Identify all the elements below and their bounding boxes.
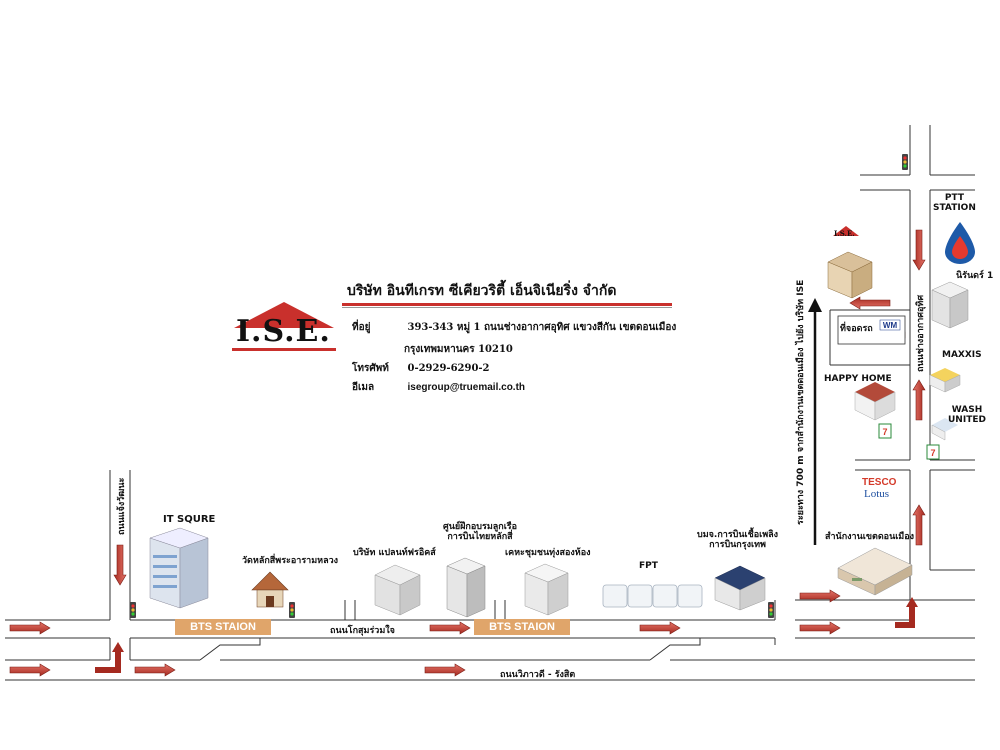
fpt-label: FPT	[639, 561, 658, 571]
ise-small-logo-icon	[833, 226, 859, 236]
ise-office-building-icon	[827, 251, 873, 299]
company-info-card: I.S.E. บริษัท อินทีเกรท ซีเคียวริตี้ เอ็…	[232, 270, 682, 420]
phone-value: 0-2929-6290-2	[407, 363, 490, 374]
svg-text:7: 7	[930, 448, 935, 458]
phone-row: โทรศัพท์ 0-2929-6290-2	[352, 361, 490, 376]
wash-united-label: WASH UNITED	[948, 405, 986, 426]
maxxis-shop-icon	[929, 368, 961, 393]
tesco-label: TESCO	[862, 477, 897, 488]
ptt-logo-icon	[945, 222, 975, 264]
company-name: บริษัท อินทีเกรท ซีเคียวริตี้ เอ็นจิเนีย…	[347, 283, 617, 299]
ise-logo-icon	[232, 302, 336, 351]
parking-lot: WM	[837, 315, 906, 345]
email-value: isegroup@truemail.co.th	[407, 382, 526, 393]
plant-company-label: บริษัท แปลนท์ฟรอิคส์	[353, 548, 436, 558]
fuel-tanks-icon	[602, 584, 703, 608]
email-row: อีเมล isegroup@truemail.co.th	[352, 380, 525, 395]
distance-note-label: ระยะทาง 700 m จากสำนักงานเขตดอนเมือง ไปย…	[796, 279, 806, 525]
cluster-building-icon	[931, 281, 969, 329]
district-office-building-icon	[837, 547, 913, 596]
svg-text:7: 7	[882, 427, 887, 437]
lotus-label: Lotus	[864, 488, 890, 500]
parking-label: ที่จอดรถ	[840, 324, 873, 334]
road-chaeng-watthana-label: ถนนแจ้งวัฒนะ	[117, 477, 127, 535]
district-office-label: สำนักงานเขตดอนเมือง	[825, 532, 915, 542]
road-chang-akat-uthit-label: ถนนช่างอากาศอุทิศ	[916, 294, 926, 372]
temple-icon	[251, 571, 289, 608]
distance-arrow	[808, 298, 822, 545]
training-center-building-icon	[446, 557, 486, 618]
fuel-company-building-icon	[714, 565, 766, 611]
it-square-building-icon	[149, 527, 209, 609]
traffic-arrows	[9, 229, 926, 677]
divider-grey	[342, 307, 672, 308]
divider-red	[342, 303, 672, 306]
training-center-label: ศูนย์ฝึกอบรมลูกเรือ การบินไทยหลักสี่	[443, 522, 518, 543]
address-row: ที่อยู่ 393-343 หมู่ 1 ถนนช่างอากาศอุทิศ…	[352, 320, 676, 335]
road-kosum-label: ถนนโกสุมร่วมใจ	[330, 626, 395, 636]
cluster-label: นิรันดร์ 1	[956, 271, 994, 281]
svg-text:WM: WM	[883, 321, 898, 330]
road-vibhavadi-label: ถนนวิภาวดี - รังสิต	[500, 670, 576, 680]
happy-home-label: HAPPY HOME	[824, 374, 892, 384]
temple-label: วัดหลักสี่พระอารามหลวง	[242, 556, 339, 566]
phone-label: โทรศัพท์	[352, 363, 389, 374]
bts-station-2: BTS STAION	[474, 619, 570, 635]
happy-home-building-icon	[854, 382, 896, 421]
condo-building-icon	[524, 563, 569, 616]
seven-eleven-icon: 7 7	[878, 423, 940, 460]
fuel-company-label: บมจ.การบินเชื้อเพลิง การบินกรุงเทพ	[697, 530, 779, 551]
bts-station-1: BTS STAION	[175, 619, 271, 635]
it-square-label: IT SQURE	[163, 514, 216, 525]
email-label: อีเมล	[352, 382, 375, 393]
maxxis-label: MAXXIS	[942, 350, 982, 360]
wash-shop-icon	[931, 418, 958, 441]
plant-company-building-icon	[374, 564, 421, 616]
address-label: ที่อยู่	[352, 322, 371, 333]
ise-small-label: I.S.E.	[834, 229, 855, 238]
condo-label: เคหะชุมชนทุ่งสองห้อง	[505, 548, 591, 558]
ise-logo-text: I.S.E.	[236, 314, 331, 349]
ptt-label: PTT STATION	[933, 193, 976, 214]
address-line1: 393-343 หมู่ 1 ถนนช่างอากาศอุทิศ แขวงสีก…	[407, 322, 677, 333]
address-line2: กรุงเทพมหานคร 10210	[404, 344, 513, 355]
